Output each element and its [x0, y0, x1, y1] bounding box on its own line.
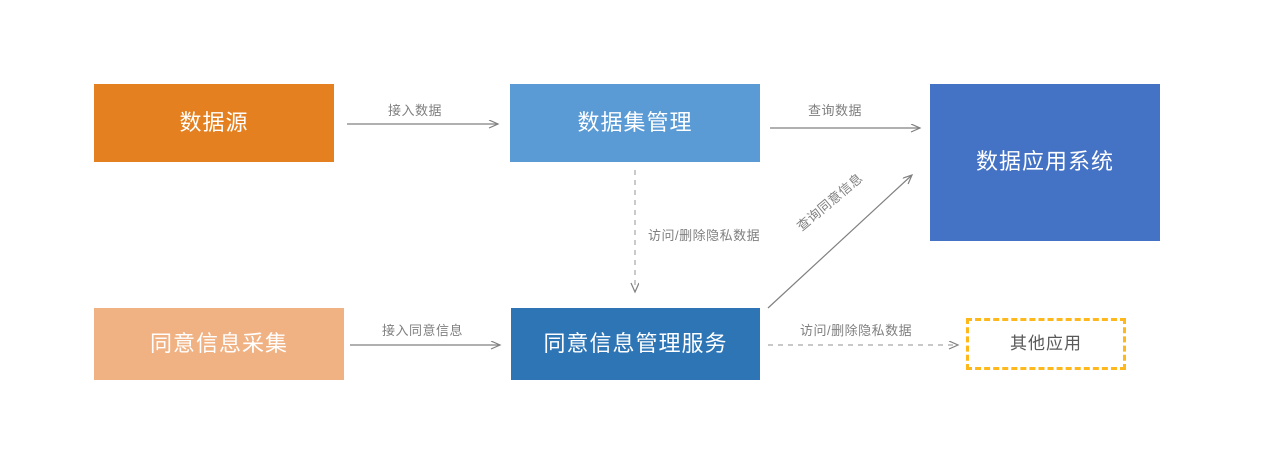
node-consent-management-service-label: 同意信息管理服务 — [543, 330, 728, 356]
node-dataset-management-label: 数据集管理 — [577, 109, 693, 135]
node-dataset-management[interactable]: 数据集管理 — [510, 84, 760, 162]
edge-label-access-delete-bottom: 访问/删除隐私数据 — [800, 323, 913, 338]
node-consent-collection[interactable]: 同意信息采集 — [94, 308, 344, 380]
edge-label-query-data: 查询数据 — [808, 103, 863, 118]
node-data-application-system[interactable]: 数据应用系统 — [930, 84, 1160, 241]
node-other-application-label: 其他应用 — [1010, 333, 1082, 353]
node-consent-collection-label: 同意信息采集 — [149, 330, 288, 356]
node-data-source-label: 数据源 — [179, 109, 249, 135]
edge-label-ingest-data: 接入数据 — [388, 103, 443, 118]
node-other-application[interactable]: 其他应用 — [966, 318, 1126, 370]
node-data-application-system-label: 数据应用系统 — [975, 149, 1114, 175]
edge-label-query-consent: 查询同意信息 — [793, 170, 866, 234]
edge-label-ingest-consent: 接入同意信息 — [382, 323, 464, 338]
edge-label-access-delete-vertical: 访问/删除隐私数据 — [648, 228, 761, 243]
node-data-source[interactable]: 数据源 — [94, 84, 334, 162]
node-consent-management-service[interactable]: 同意信息管理服务 — [511, 308, 760, 380]
